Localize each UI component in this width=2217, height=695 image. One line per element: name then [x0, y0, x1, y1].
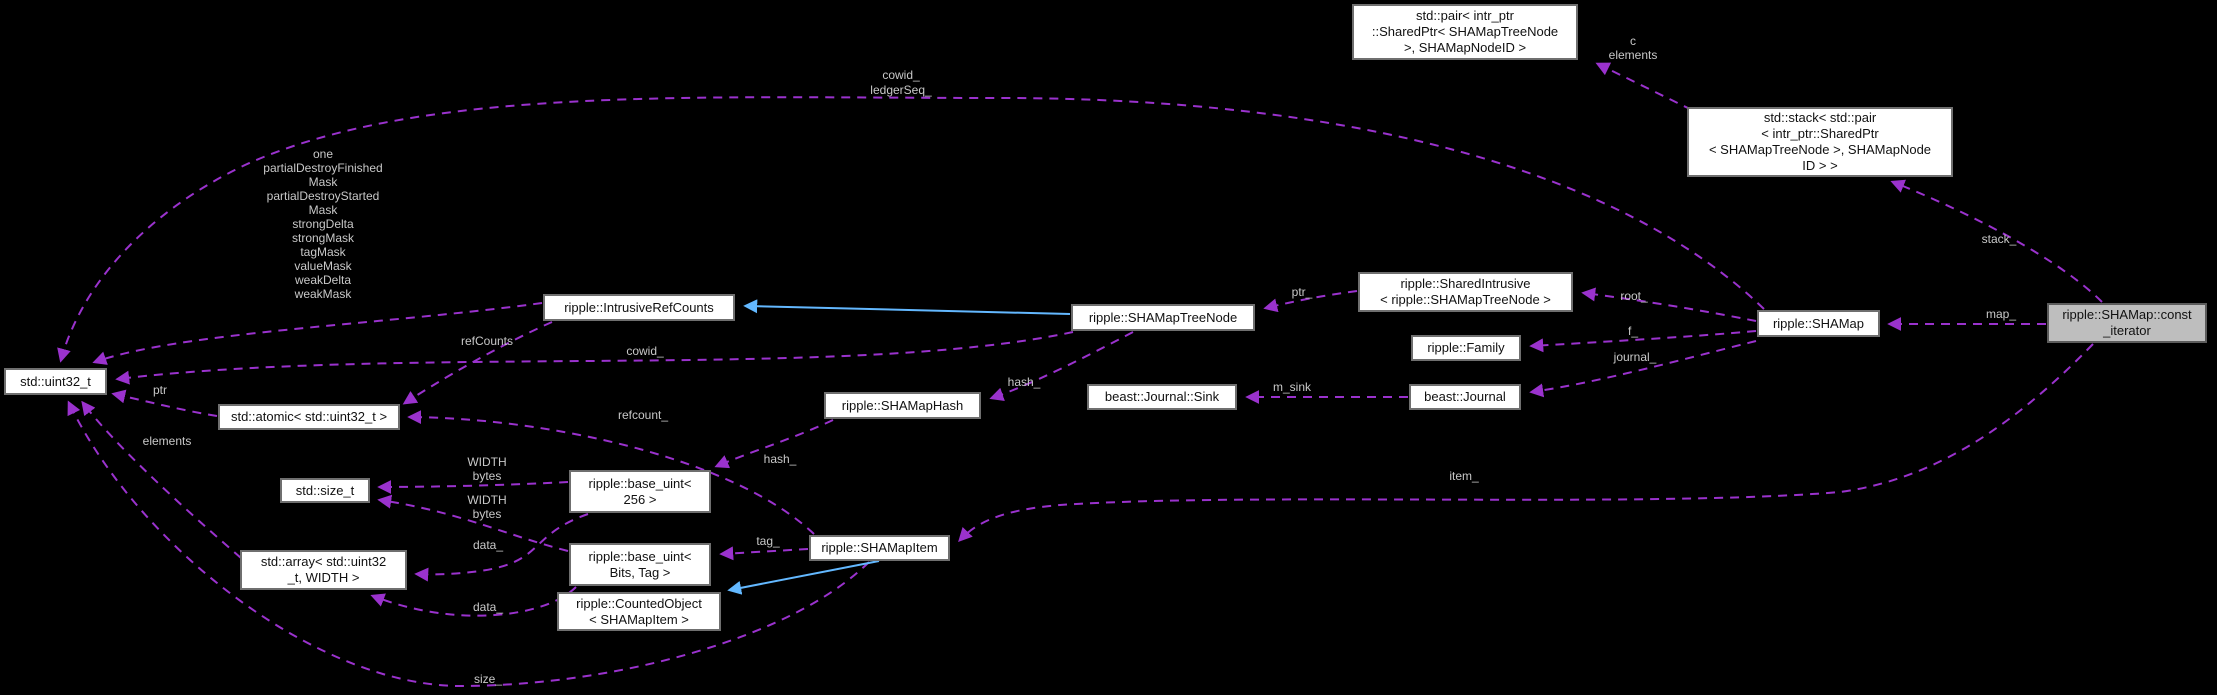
node-line: Bits, Tag >	[609, 564, 671, 580]
node-base-uint-bits-tag[interactable]: ripple::base_uint< Bits, Tag >	[569, 543, 711, 586]
node-std-stack[interactable]: std::stack< std::pair < intr_ptr::Shared…	[1687, 107, 1953, 177]
node-shared-intrusive[interactable]: ripple::SharedIntrusive < ripple::SHAMap…	[1358, 272, 1573, 312]
edge-label-ptr: ptr	[152, 383, 168, 397]
node-line: < intr_ptr::SharedPtr	[1761, 126, 1879, 141]
node-line: >, SHAMapNodeID >	[1403, 40, 1527, 55]
node-line: ripple::SHAMapHash	[841, 397, 964, 413]
node-line: std::stack< std::pair	[1763, 110, 1877, 125]
edge-label-hash-2: hash_	[763, 452, 797, 466]
node-shamap-item[interactable]: ripple::SHAMapItem	[809, 535, 950, 561]
edge-label-m-sink: m_sink	[1272, 380, 1312, 394]
node-intrusive-ref-counts[interactable]: ripple::IntrusiveRefCounts	[543, 294, 735, 321]
edge-label-item: item_	[1449, 469, 1479, 483]
node-shamap-tree-node[interactable]: ripple::SHAMapTreeNode	[1071, 304, 1255, 331]
node-line: std::pair< intr_ptr	[1416, 8, 1514, 23]
node-line: ripple::Family	[1427, 340, 1505, 355]
edge-cowid-treenode	[115, 331, 1074, 385]
node-line: ripple::IntrusiveRefCounts	[564, 299, 714, 315]
node-line: 256 >	[623, 491, 657, 507]
edge-label-root: root_	[1620, 289, 1648, 303]
node-line: < SHAMapTreeNode >, SHAMapNode	[1708, 142, 1932, 157]
node-family[interactable]: ripple::Family	[1411, 335, 1521, 361]
edge-label-mask-6: strongDelta	[292, 217, 354, 231]
edge-masks	[92, 302, 543, 365]
edge-label-ptr-shared: ptr_	[1291, 285, 1313, 299]
node-line: _iterator	[2103, 323, 2151, 338]
edge-inherit-treenode-refcounts	[743, 299, 1071, 315]
node-line: _t, WIDTH >	[287, 570, 360, 585]
node-shamap[interactable]: ripple::SHAMap	[1757, 310, 1880, 337]
edge-label-refcounts: refCounts	[460, 334, 514, 348]
node-line: std::uint32_t	[20, 373, 91, 389]
edge-label-mask-7: strongMask	[291, 231, 355, 245]
edge-label-mask-11: weakMask	[294, 287, 352, 301]
edge-label-elements-top: elements	[1608, 48, 1658, 62]
edge-label-map: map_	[1985, 307, 2017, 321]
edge-label-mask-10: weakDelta	[294, 273, 352, 287]
edge-journal	[1529, 340, 1757, 398]
node-line: std::array< std::uint32	[260, 554, 387, 569]
edge-inherit-item-counted	[727, 560, 880, 595]
node-line: ripple::base_uint<	[588, 548, 692, 564]
edge-ptr-atomic	[111, 389, 218, 417]
node-line: beast::Journal	[1424, 389, 1506, 404]
node-shamap-hash[interactable]: ripple::SHAMapHash	[824, 392, 981, 419]
node-line: < ripple::SHAMapTreeNode >	[1380, 292, 1551, 307]
node-journal[interactable]: beast::Journal	[1409, 384, 1521, 410]
edge-label-bytes-1: bytes	[472, 469, 502, 483]
node-counted-object[interactable]: ripple::CountedObject < SHAMapItem >	[557, 592, 721, 631]
edge-label-data-1: data_	[472, 538, 504, 552]
node-line: ripple::SHAMapTreeNode	[1088, 309, 1238, 325]
edge-label-mask-3: Mask	[308, 175, 338, 189]
node-uint32-t[interactable]: std::uint32_t	[4, 368, 107, 395]
edge-label-mask-4: partialDestroyStarted	[266, 189, 380, 203]
edge-label-mask-9: valueMask	[294, 259, 352, 273]
node-line: ripple::base_uint<	[588, 475, 692, 491]
node-line: ripple::SharedIntrusive	[1400, 276, 1531, 291]
node-line: ripple::CountedObject	[576, 595, 702, 611]
node-atomic-uint32[interactable]: std::atomic< std::uint32_t >	[218, 404, 400, 430]
edge-label-stack: stack_	[1981, 232, 2017, 246]
edge-label-width-1: WIDTH	[467, 455, 507, 469]
node-std-array[interactable]: std::array< std::uint32 _t, WIDTH >	[240, 550, 407, 590]
edge-label-mask-1: one	[312, 147, 334, 161]
node-line: beast::Journal::Sink	[1104, 389, 1220, 404]
edge-label-journal: journal_	[1613, 350, 1657, 364]
edge-label-cowid: cowid_	[626, 344, 664, 358]
node-base-uint-256[interactable]: ripple::base_uint< 256 >	[569, 470, 711, 513]
edge-tag	[719, 546, 809, 561]
node-line: std::size_t	[295, 482, 355, 498]
edge-label-mask-8: tagMask	[300, 245, 346, 259]
edge-f	[1529, 330, 1757, 353]
edge-label-mask-5: Mask	[308, 203, 338, 217]
node-line: ripple::SHAMap::const	[2062, 307, 2192, 322]
node-line: ID > >	[1802, 158, 1838, 173]
node-journal-sink[interactable]: beast::Journal::Sink	[1087, 384, 1237, 410]
edge-label-f: f_	[1627, 324, 1639, 338]
node-line: ripple::SHAMap	[1772, 315, 1865, 331]
node-line: ripple::SHAMapItem	[821, 540, 938, 555]
edge-label-size: size_	[473, 672, 503, 686]
edge-label-bytes-2: bytes	[472, 507, 502, 521]
node-line: ::SharedPtr< SHAMapTreeNode	[1371, 24, 1559, 39]
edge-label-elements: elements	[142, 434, 192, 448]
edge-root	[1581, 287, 1757, 322]
node-std-pair[interactable]: std::pair< intr_ptr ::SharedPtr< SHAMapT…	[1352, 4, 1578, 60]
edge-label-refcount: refcount_	[617, 408, 669, 422]
node-const-iterator: ripple::SHAMap::const _iterator	[2047, 303, 2207, 343]
edge-label-c: c	[1630, 34, 1636, 48]
edge-label-tag: tag_	[756, 534, 780, 548]
node-size-t[interactable]: std::size_t	[280, 478, 370, 503]
edge-label-width-2: WIDTH	[467, 493, 507, 507]
node-line: std::atomic< std::uint32_t >	[230, 409, 388, 424]
edge-label-hash-1: hash_	[1007, 375, 1041, 389]
edge-label-cowid-ledgerseq-1: cowid_	[882, 68, 920, 82]
edge-c-elements	[1595, 62, 1693, 111]
edge-label-mask-2: partialDestroyFinished	[263, 161, 383, 175]
edge-label-cowid-ledgerseq-2: ledgerSeq_	[870, 83, 932, 97]
node-line: < SHAMapItem >	[589, 611, 689, 627]
edge-item	[958, 343, 2094, 543]
edge-label-data-2: data_	[472, 600, 504, 614]
